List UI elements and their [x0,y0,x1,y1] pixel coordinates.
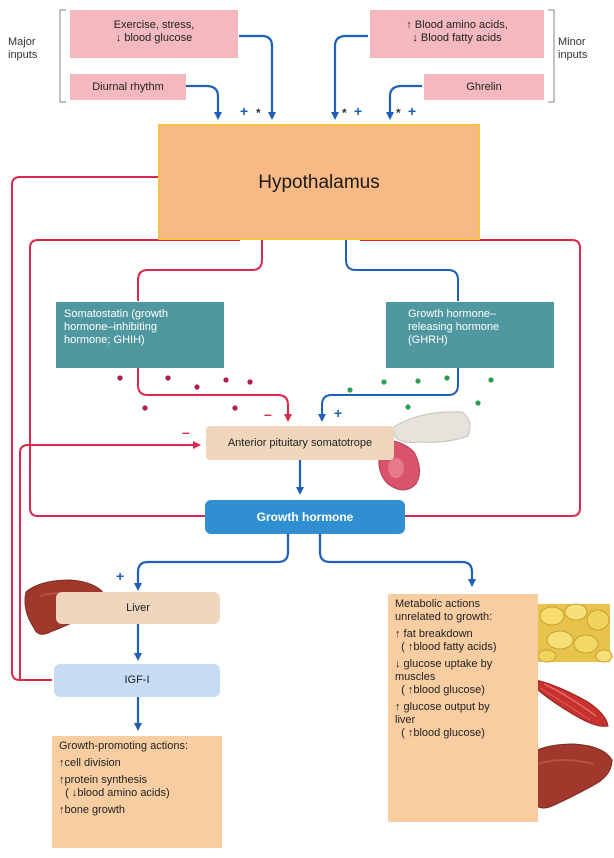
anterior-pituitary-somatotrope: Anterior pituitary somatotrope [206,426,394,460]
growth-action-item: ↑bone growth [59,804,126,816]
hypothalamus-outer-feedback-loop [11,176,158,681]
ghrelin-arrow [386,84,422,120]
stimulatory-sign: + [354,103,363,119]
hypothalamus: Hypothalamus [158,124,480,240]
ghrh-to-pituitary-arrow [318,368,459,422]
metabolic-action-item: ↑ fat breakdown ( ↑blood fatty acids) [395,628,497,653]
stimulatory-sign: + [116,568,125,584]
minor-inputs-bracket [548,9,555,103]
stimulatory-sign: + [334,405,343,421]
growth-hormone-box: Growth hormone [205,500,405,534]
liver-box: Liver [56,592,220,624]
diurnal-rhythm-input: Diurnal rhythm [70,74,186,100]
gh-to-metabolic-arrow [318,534,476,587]
somatostatin-particles [117,375,253,411]
permissive-star: * [256,106,261,120]
hypothalamus-to-ghih-line [137,240,263,301]
metabolic-action-item: ↓ glucose uptake by muscles ( ↑blood glu… [395,658,493,696]
gh-to-liver-arrow [134,534,290,591]
inhibitory-sign: – [264,406,272,422]
amino-arrow [331,34,368,120]
minor-inputs-label: Minor inputs [558,36,588,61]
muscle-icon [535,679,609,727]
metabolic-actions-panel: Metabolic actions unrelated to growth: ↑… [388,594,538,822]
ghih-feedback-loop [360,239,581,517]
ghih-to-pituitary-arrow [137,368,292,422]
hypothalamus-to-ghrh-line [345,240,459,301]
growth-action-item: ↑protein synthesis ( ↓blood amino acids) [59,774,170,799]
exercise-stress-input: Exercise, stress, ↓ blood glucose [70,10,238,58]
diurnal-arrow [186,84,222,120]
permissive-star: * [396,106,401,120]
ghrh-particles [347,375,494,410]
major-inputs-bracket [59,9,66,103]
growth-promoting-actions-panel: Growth-promoting actions: ↑cell division… [52,736,222,848]
blood-amino-acids-input: ↑ Blood amino acids, ↓ Blood fatty acids [370,10,544,58]
igf-to-pituitary-feedback [19,441,201,681]
ghrh-box: Growth hormone– releasing hormone (GHRH) [386,302,554,368]
major-inputs-label: Major inputs [8,36,38,61]
stimulatory-sign: + [240,103,249,119]
permissive-star: * [342,106,347,120]
somatostatin-ghih-box: Somatostatin (growth hormone–inhibiting … [56,302,224,368]
growth-action-item: ↑cell division [59,757,121,769]
growth-actions-heading: Growth-promoting actions: [59,740,188,752]
exercise-arrow [239,34,276,120]
ghrelin-input: Ghrelin [424,74,544,100]
inhibitory-sign: – [182,424,190,440]
metabolic-actions-heading: Metabolic actions unrelated to growth: [395,598,493,623]
igf-1-box: IGF-I [54,664,220,697]
stimulatory-sign: + [408,103,417,119]
ghrh-feedback-loop [29,239,240,517]
fat-cells-icon [537,603,613,663]
metabolic-action-item: ↑ glucose output by liver ( ↑blood gluco… [395,701,490,739]
